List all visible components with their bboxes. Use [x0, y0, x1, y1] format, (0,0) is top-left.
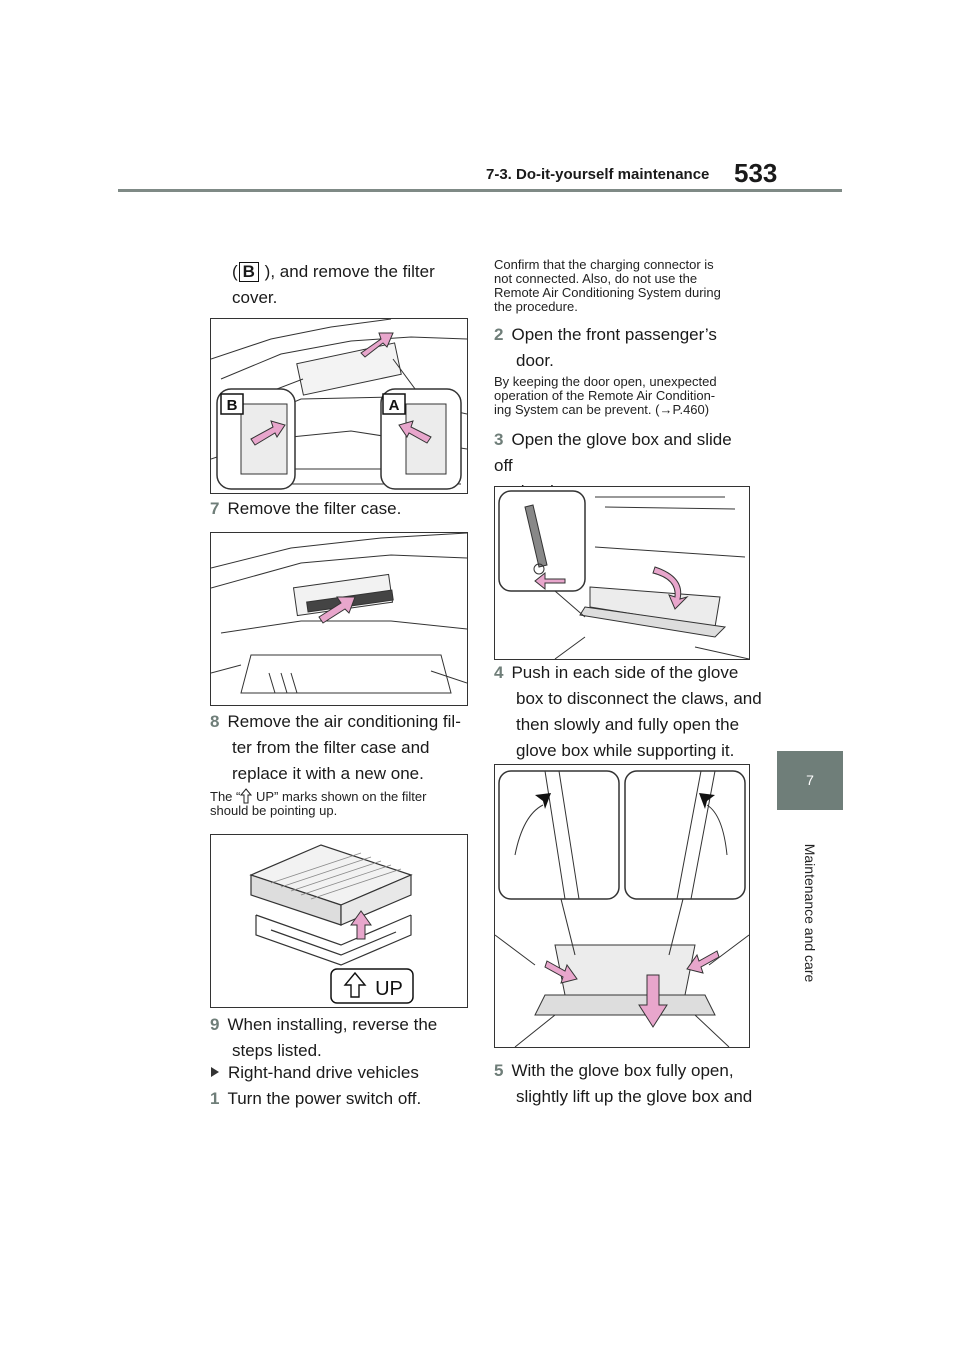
figure-filter-cover: B A [210, 318, 468, 494]
confirm-note: Confirm that the charging connector is n… [494, 257, 721, 314]
chapter-title: Maintenance and care [802, 843, 818, 983]
chapter-tab: 7 [777, 751, 843, 810]
keep-door-note: By keeping the door open, unexpected ope… [494, 374, 717, 417]
filter-up-illustration: UP [249, 844, 414, 1004]
figure-damper [494, 486, 750, 660]
header-rule [118, 189, 842, 192]
intro-paragraph: (B ), and remove the filter cover. [232, 262, 435, 307]
figure-glove-box-open [494, 764, 750, 1048]
fig-label-a: A [389, 397, 400, 414]
page-number: 533 [734, 158, 778, 188]
outline-up-arrow-icon [240, 788, 253, 804]
fig-label-b: B [227, 397, 238, 414]
glove-box-open-illustration [495, 770, 749, 1047]
triangle-bullet-icon [211, 1067, 219, 1077]
chapter-title-vertical: Maintenance and care [778, 818, 842, 1008]
damper-illustration [498, 490, 749, 659]
section-title: 7-3. Do-it-yourself maintenance [486, 166, 710, 183]
figure-filter-case [210, 532, 468, 706]
label-b-badge: B [238, 262, 259, 282]
up-label: UP [375, 978, 403, 1000]
filter-cover-illustration: B A [211, 319, 467, 490]
filter-case-illustration [211, 533, 467, 694]
note-up-marks: The “ UP” marks shown on the filter shou… [210, 788, 427, 818]
rhd-heading: Right-hand drive vehicles [210, 1060, 470, 1086]
figure-filter-up: UP [210, 834, 468, 1008]
